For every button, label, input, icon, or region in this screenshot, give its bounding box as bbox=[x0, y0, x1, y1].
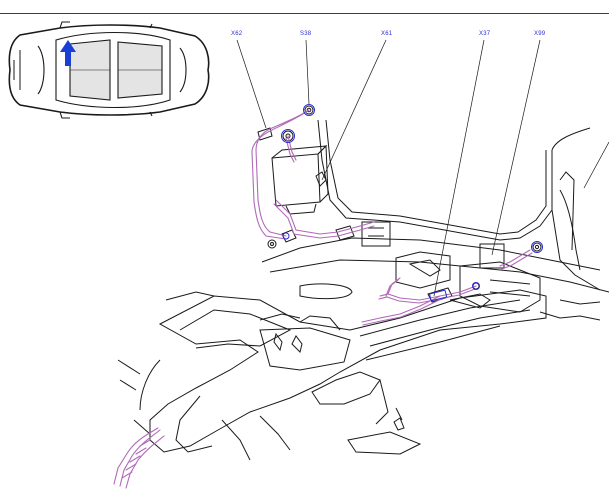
vehicle-floor-line-art bbox=[117, 105, 609, 461]
callout-leaders bbox=[236, 39, 609, 297]
callout-label-x37: X37 bbox=[479, 31, 491, 37]
callout-label-x61: X61 bbox=[381, 31, 393, 37]
arrow-up-icon bbox=[60, 40, 76, 66]
callout-label-s38: S38 bbox=[300, 31, 312, 37]
callout-label-x99: X99 bbox=[534, 31, 546, 37]
connector-markers bbox=[281, 104, 543, 302]
wiring-harness bbox=[113, 109, 533, 489]
header-rule bbox=[0, 13, 609, 14]
callout-label-x62: X62 bbox=[231, 31, 243, 37]
car-top-view-icon bbox=[8, 21, 210, 119]
